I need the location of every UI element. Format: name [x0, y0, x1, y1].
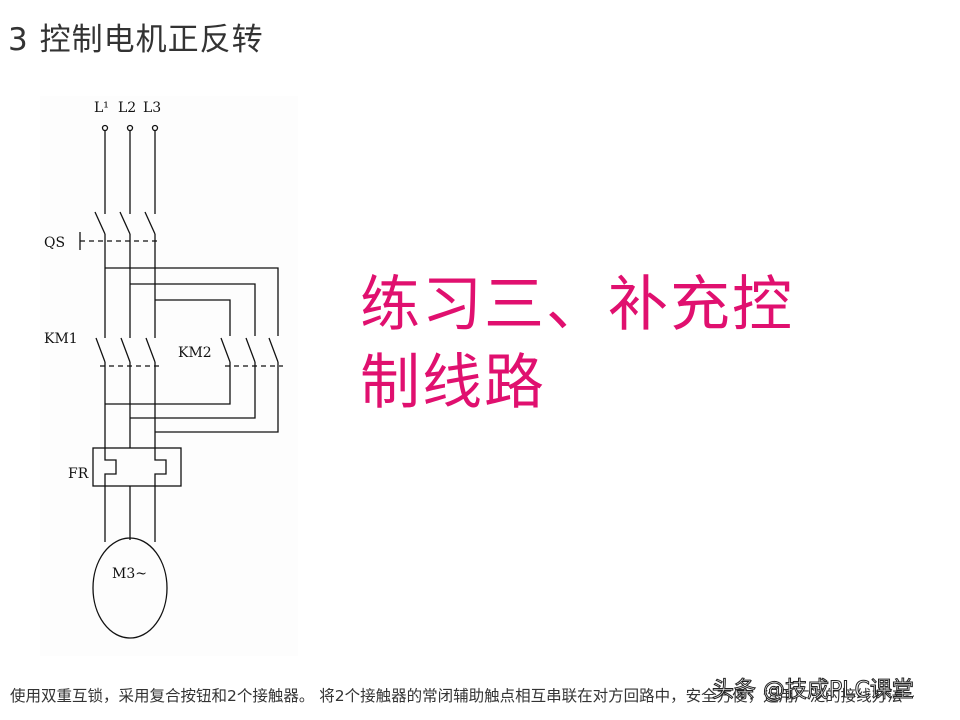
- label-motor: M3~: [112, 566, 147, 582]
- overlay-heading-line-1: 练习三、补充控: [360, 270, 794, 340]
- label-km2: KM2: [178, 345, 212, 361]
- km1-contact-2: [120, 337, 131, 363]
- km2-feed-outer: [105, 267, 279, 336]
- overlay-heading-line-2: 制线路: [360, 348, 546, 418]
- label-l2: L2: [118, 100, 136, 116]
- km2-return-1: [105, 362, 231, 405]
- fr-element-1: [104, 448, 117, 486]
- fr-relay-box: [92, 447, 182, 487]
- km2-contact-2: [245, 337, 256, 363]
- overlay-heading: 练习三、补充控 制线路: [360, 266, 830, 422]
- motor-symbol: [92, 537, 168, 639]
- km2-feed-middle: [130, 283, 256, 336]
- caption-text: 使用双重互锁，采用复合按钮和2个接触器。 将2个接触器的常闭辅助触点相互串联在对…: [10, 687, 916, 705]
- km2-feed-inner: [155, 299, 231, 336]
- km1-contact-3: [145, 337, 156, 363]
- page-title: 3 控制电机正反转: [8, 22, 264, 58]
- qs-blade-1: [94, 211, 106, 235]
- label-km1: KM1: [44, 331, 78, 347]
- km2-contact-3: [268, 337, 279, 363]
- fr-element-2: [154, 448, 167, 486]
- qs-blade-3: [144, 211, 156, 235]
- label-l1: L¹: [94, 100, 109, 116]
- terminal-l1: [101, 124, 109, 132]
- label-fr: FR: [68, 466, 89, 482]
- km2-return-2: [130, 362, 256, 419]
- km2-contact-1: [220, 337, 231, 363]
- terminal-l2: [126, 124, 134, 132]
- label-l3: L3: [143, 100, 161, 116]
- km1-contact-1: [95, 337, 106, 363]
- km2-return-3: [155, 362, 279, 433]
- qs-blade-2: [119, 211, 131, 235]
- label-qs: QS: [44, 235, 65, 251]
- watermark: 头条 @技成PLC课堂: [712, 678, 915, 704]
- terminal-l3: [151, 124, 159, 132]
